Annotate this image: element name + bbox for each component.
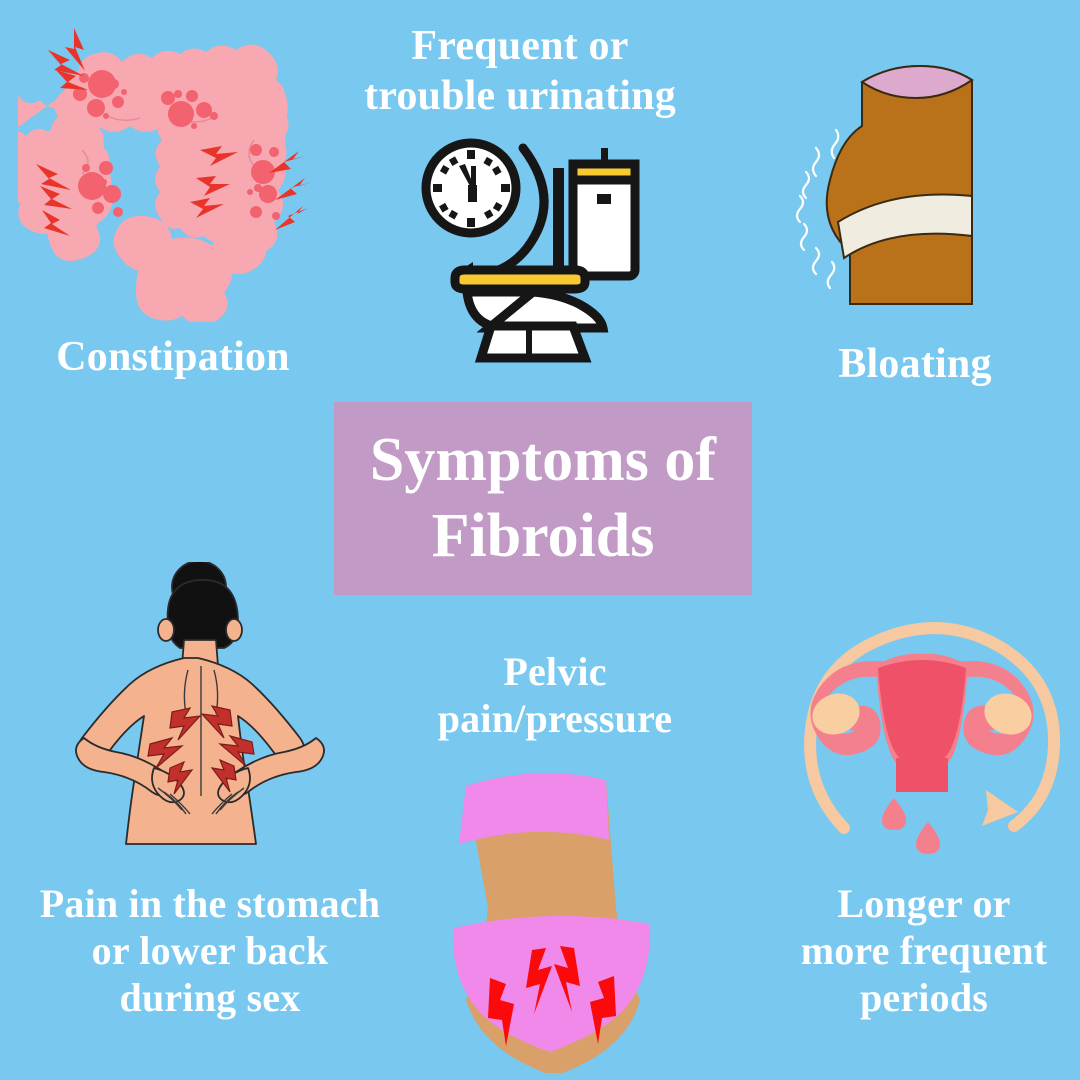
woman-back-pain-icon [62, 560, 362, 874]
uterus-cycle-icon [792, 592, 1080, 874]
pain-bolt-icon [147, 705, 255, 795]
waistband [836, 193, 973, 260]
ovary-left [812, 693, 860, 735]
toilet-bowl [450, 265, 609, 363]
colon-inflammation-spots [73, 70, 280, 220]
pelvic-torso-icon [428, 768, 676, 1076]
symptom-label-periods: Longer or more frequent periods [800, 881, 1048, 1021]
cervix [896, 758, 948, 792]
symptom-label-bloating: Bloating [838, 341, 992, 387]
toilet-tank [568, 148, 640, 281]
flush-button-icon [597, 194, 611, 204]
fallopian-tubes [810, 660, 1034, 756]
ovary-right [984, 693, 1032, 735]
bra-band [459, 773, 609, 844]
symptom-label-constipation: Constipation [56, 334, 290, 380]
bloated-abdomen-icon [790, 48, 1040, 326]
pain-bolt-icon [488, 946, 616, 1046]
toilet-lid [553, 168, 564, 282]
blood-drop-icon [882, 798, 940, 854]
clock-icon [421, 138, 521, 238]
symptom-label-back-pain: Pain in the stomach or lower back during… [39, 881, 381, 1021]
title-banner: Symptoms of Fibroids [334, 402, 752, 595]
cycle-arrow-head-icon [982, 790, 1018, 826]
symptom-label-pelvic-pain: Pelvic pain/pressure [437, 649, 673, 742]
bloating-wave-lines [795, 128, 840, 290]
colon-intestine-icon [6, 22, 340, 325]
page-title: Symptoms of Fibroids [369, 425, 717, 570]
colon-shape [6, 44, 289, 325]
uterus-cavity [878, 660, 966, 766]
shirt-hem [860, 64, 974, 100]
cycle-arrow-icon [804, 622, 1061, 834]
symptom-label-urinating: Frequent or trouble urinating [364, 23, 676, 119]
abdomen-body [825, 64, 973, 305]
pain-bolt-icon [36, 28, 312, 236]
toilet-clock-icon [415, 132, 677, 364]
